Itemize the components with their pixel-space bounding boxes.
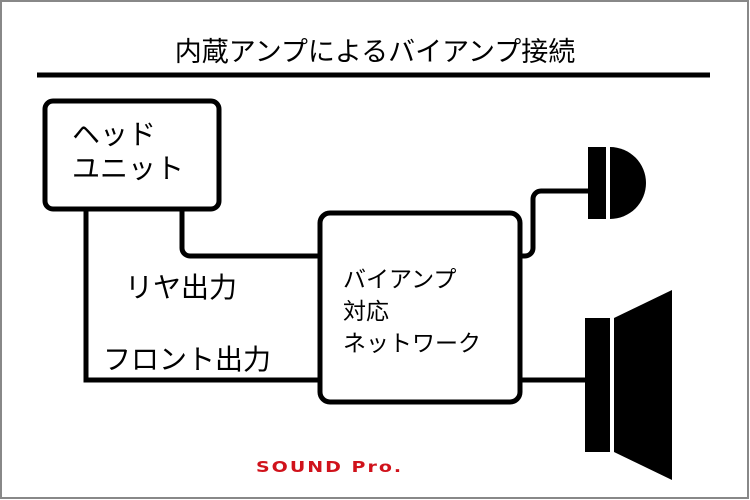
head-unit-label-line1: ヘッド (72, 118, 157, 151)
amp-label-line1: バイアンプ (343, 267, 457, 293)
amp-label-line3: ネットワーク (343, 331, 481, 357)
head-unit-label: ヘッド ユニット (72, 118, 184, 186)
front-output-label: フロント出力 (103, 343, 272, 376)
amp-network-label: バイアンプ 対応 ネットワーク (343, 264, 481, 360)
tweeter-icon (588, 147, 646, 219)
front-output-wire (83, 209, 320, 383)
head-unit-label-line2: ユニット (72, 152, 185, 185)
page-title: 内蔵アンプによるバイアンプ接続 (174, 37, 576, 68)
tweeter-wire (520, 188, 590, 259)
woofer-icon (585, 290, 672, 480)
amp-label-line2: 対応 (343, 299, 389, 325)
rear-output-label: リヤ出力 (125, 271, 238, 304)
head-unit-box (42, 98, 222, 212)
sound-pro-logo: SOUND Pro. (256, 458, 404, 476)
rear-output-wire (179, 209, 320, 259)
amp-network-box (317, 210, 523, 405)
